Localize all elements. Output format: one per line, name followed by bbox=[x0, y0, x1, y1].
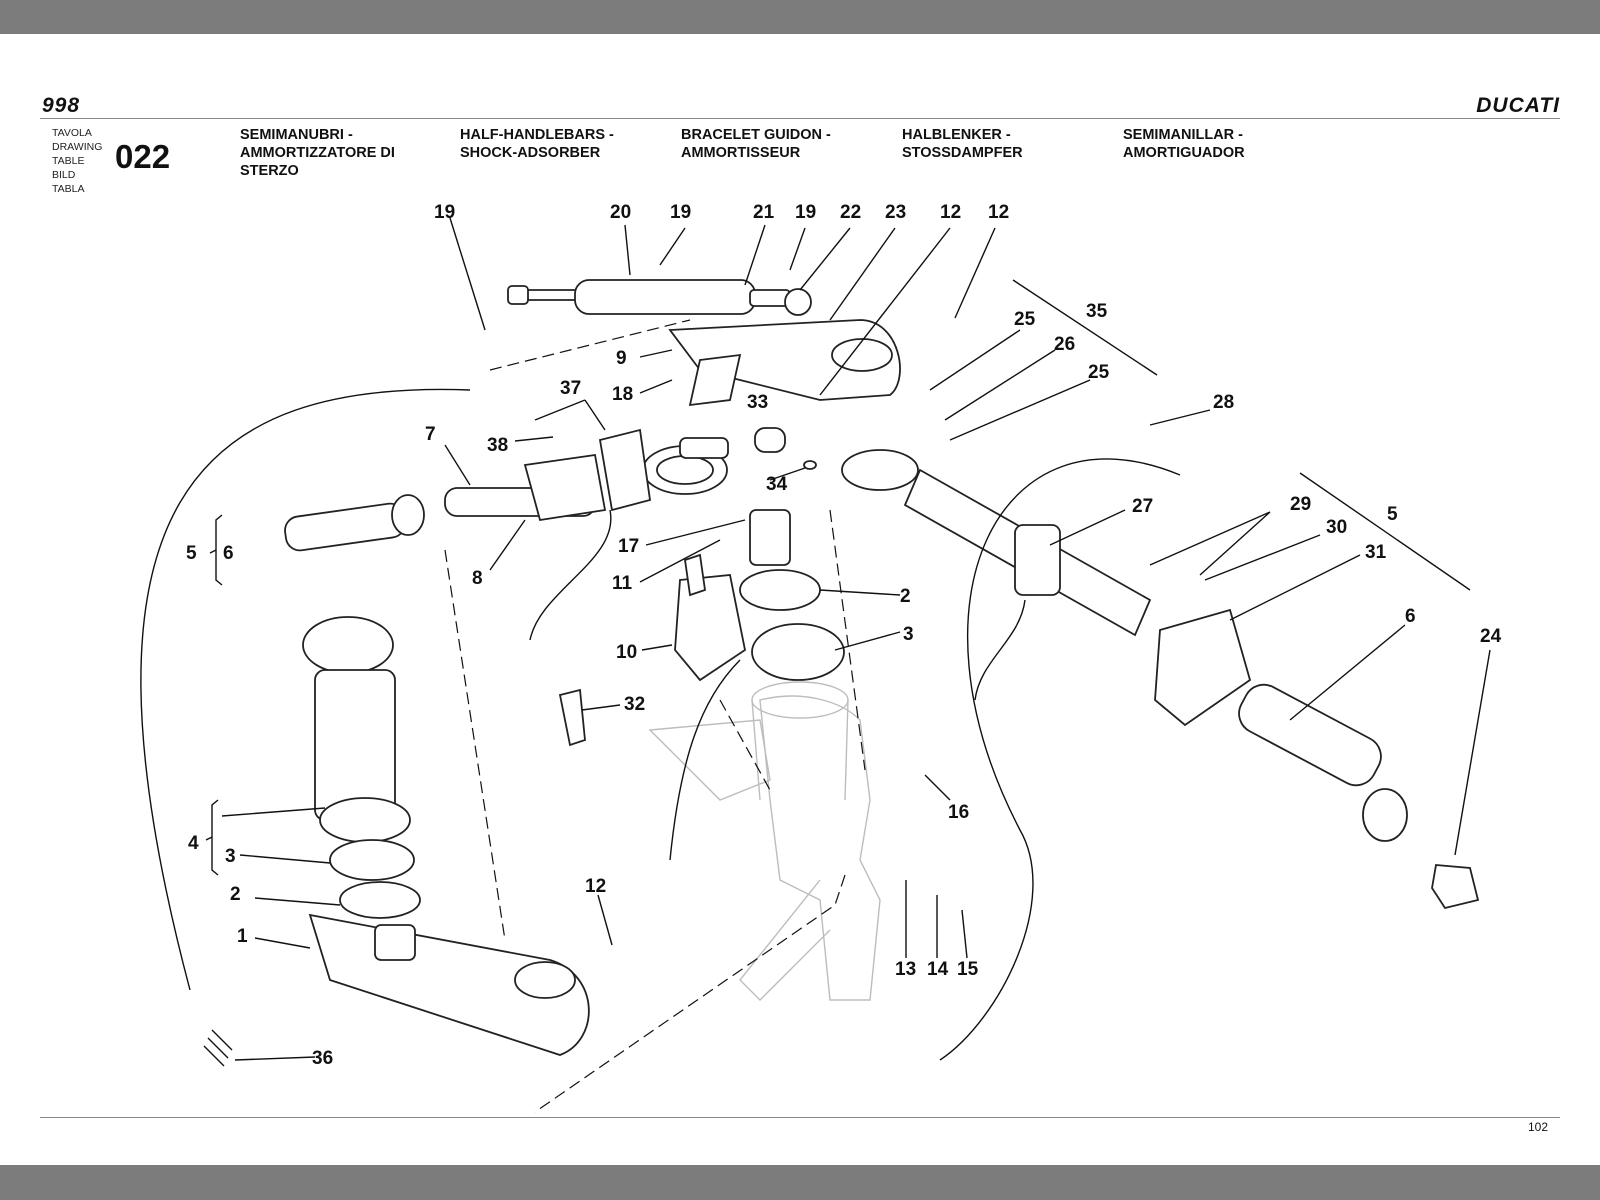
callout-label: 4 bbox=[188, 833, 199, 854]
callout-label: 27 bbox=[1132, 496, 1153, 517]
table-label: TABLE bbox=[52, 155, 85, 167]
title-italian: SEMIMANUBRI - AMMORTIZZATORE DI STERZO bbox=[240, 126, 440, 180]
callout-label: 33 bbox=[747, 392, 768, 413]
callout-label: 12 bbox=[585, 876, 606, 897]
callout-label: 19 bbox=[434, 202, 455, 223]
callout-label: 17 bbox=[618, 536, 639, 557]
callout-label: 16 bbox=[948, 802, 969, 823]
callout-label: 25 bbox=[1088, 362, 1110, 383]
title-line: AMORTIGUADOR bbox=[1123, 145, 1245, 161]
callout-label: 20 bbox=[610, 202, 631, 223]
title-line: STOSSDAMPFER bbox=[902, 145, 1023, 161]
callout-label: 25 bbox=[1014, 309, 1036, 330]
callout-label: 10 bbox=[616, 642, 637, 663]
steering-stem-parts bbox=[739, 427, 845, 681]
callout-label: 15 bbox=[957, 959, 979, 980]
callout-label: 32 bbox=[624, 694, 645, 715]
page-number: 102 bbox=[1527, 1120, 1548, 1134]
assembly-lines bbox=[444, 319, 866, 1113]
table-number: 022 bbox=[115, 138, 171, 175]
bottom-bar bbox=[0, 1165, 1600, 1200]
left-clamp bbox=[444, 428, 729, 522]
callout-label: 26 bbox=[1054, 334, 1075, 355]
frame-ghost bbox=[648, 681, 881, 1001]
callout-label: 28 bbox=[1213, 392, 1234, 413]
title-line: STERZO bbox=[240, 163, 299, 179]
callout-label: 8 bbox=[472, 568, 483, 589]
table-label: TABLA bbox=[52, 183, 85, 195]
callout-label: 35 bbox=[1086, 301, 1108, 322]
steering-bracket bbox=[668, 319, 901, 407]
callout-label: 3 bbox=[225, 846, 236, 867]
callout-label: 6 bbox=[223, 543, 234, 564]
callout-label: 36 bbox=[312, 1048, 333, 1069]
title-english: HALF-HANDLEBARS - SHOCK-ADSORBER bbox=[460, 126, 660, 162]
title-line: AMMORTIZZATORE DI bbox=[240, 145, 395, 161]
group-brackets bbox=[205, 279, 1471, 876]
callout-label: 19 bbox=[670, 202, 691, 223]
steering-damper bbox=[507, 279, 812, 316]
callout-label: 21 bbox=[753, 202, 775, 223]
callout-labels: 19 20 19 21 19 22 23 12 12 35 25 26 25 9… bbox=[186, 202, 1502, 1069]
title-french: BRACELET GUIDON - AMMORTISSEUR bbox=[681, 126, 881, 162]
title-spanish: SEMIMANILLAR - AMORTIGUADOR bbox=[1123, 126, 1323, 162]
callout-label: 37 bbox=[560, 378, 581, 399]
callout-label: 30 bbox=[1326, 517, 1347, 538]
callout-label: 12 bbox=[940, 202, 961, 223]
title-line: SHOCK-ADSORBER bbox=[460, 145, 601, 161]
leader-lines bbox=[221, 217, 1491, 1061]
right-handlebar bbox=[841, 449, 1152, 637]
callout-label: 18 bbox=[612, 384, 633, 405]
top-bar bbox=[0, 0, 1600, 34]
table-label: DRAWING bbox=[52, 141, 103, 153]
callout-label: 5 bbox=[186, 543, 197, 564]
table-label: TAVOLA bbox=[52, 127, 92, 139]
left-grip bbox=[284, 494, 425, 552]
model-name: 998 bbox=[42, 94, 81, 117]
brand-logo: DUCATI bbox=[1476, 94, 1560, 117]
callout-label: 2 bbox=[230, 884, 241, 905]
callout-label: 34 bbox=[766, 474, 788, 495]
callout-label: 1 bbox=[237, 926, 248, 947]
title-line: SEMIMANILLAR - bbox=[1123, 127, 1244, 143]
callout-label: 2 bbox=[900, 586, 911, 607]
callout-label: 12 bbox=[988, 202, 1009, 223]
callout-label: 13 bbox=[895, 959, 916, 980]
callout-label: 29 bbox=[1290, 494, 1311, 515]
callout-label: 11 bbox=[612, 573, 633, 594]
callout-label: 24 bbox=[1480, 626, 1502, 647]
table-label: BILD bbox=[52, 169, 76, 181]
parts-diagram-page: 998 DUCATI TAVOLA DRAWING TABLE BILD TAB… bbox=[0, 34, 1600, 1165]
title-line: BRACELET GUIDON - bbox=[681, 127, 831, 143]
callout-label: 38 bbox=[487, 435, 508, 456]
title-line: HALBLENKER - bbox=[902, 127, 1011, 143]
fork-clamp-assembly bbox=[302, 616, 590, 1056]
callout-label: 14 bbox=[927, 959, 949, 980]
title-german: HALBLENKER - STOSSDAMPFER bbox=[902, 126, 1102, 162]
callout-label: 9 bbox=[616, 348, 627, 369]
callout-label: 23 bbox=[885, 202, 906, 223]
header-rule bbox=[40, 118, 1560, 119]
title-line: HALF-HANDLEBARS - bbox=[460, 127, 614, 143]
footer-rule bbox=[40, 1117, 1560, 1118]
callout-label: 6 bbox=[1405, 606, 1416, 627]
callout-label: 7 bbox=[425, 424, 436, 445]
callout-label: 19 bbox=[795, 202, 816, 223]
callout-label: 3 bbox=[903, 624, 914, 645]
cables bbox=[140, 388, 1181, 1067]
ignition-switch bbox=[558, 553, 747, 747]
callout-label: 31 bbox=[1365, 542, 1387, 563]
title-line: SEMIMANUBRI - bbox=[240, 127, 353, 143]
callout-label: 22 bbox=[840, 202, 861, 223]
right-throttle-grip bbox=[1154, 608, 1480, 910]
title-line: AMMORTISSEUR bbox=[681, 145, 801, 161]
table-label-list: TAVOLA DRAWING TABLE BILD TABLA bbox=[52, 126, 102, 196]
callout-label: 5 bbox=[1387, 504, 1398, 525]
